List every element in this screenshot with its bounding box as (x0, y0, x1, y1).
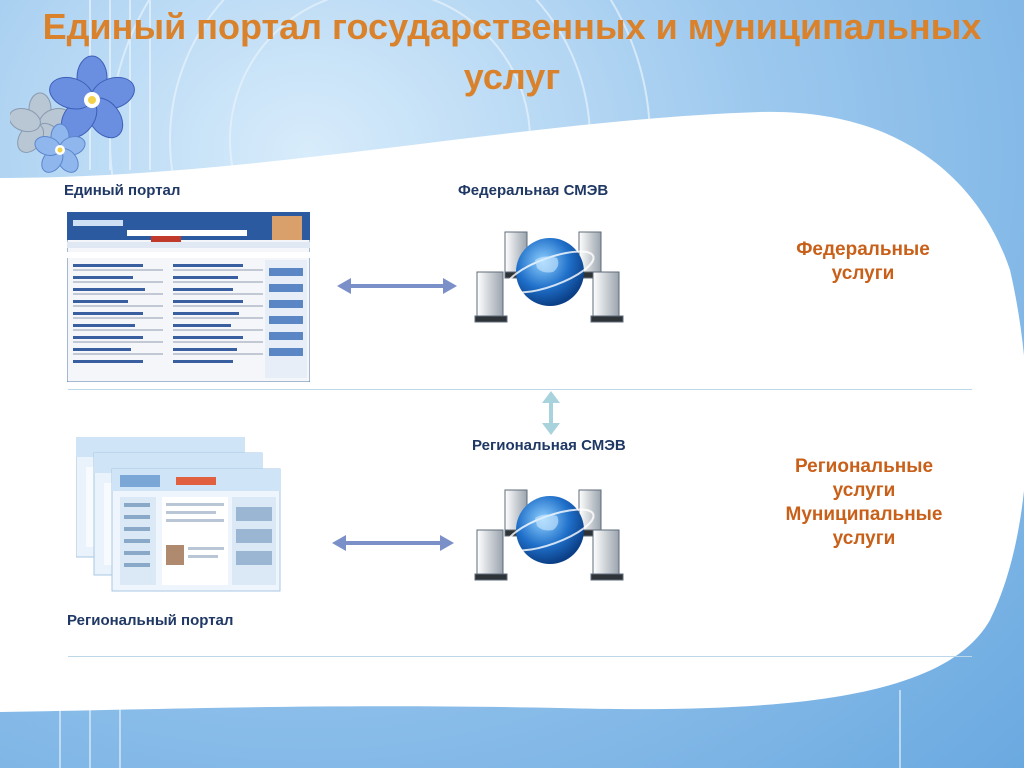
unified-portal-screenshot (67, 212, 310, 382)
municipal-services-line-2: услуги (832, 528, 896, 549)
federal-double-arrow-icon (337, 278, 457, 294)
regional-services-line-1: Региональные (794, 456, 934, 477)
vertical-double-arrow-icon (542, 391, 560, 435)
page-title: Единый портал государственных и муниципа… (42, 6, 982, 97)
regional-smev-label: Региональная СМЭВ (472, 437, 626, 454)
regional-double-arrow-icon (332, 535, 454, 551)
federal-smev-label: Федеральная СМЭВ (458, 182, 609, 199)
municipal-services-line-1: Муниципальные (785, 504, 943, 525)
regional-server-globe-icon (474, 489, 624, 581)
regional-portal-screenshots (76, 437, 281, 592)
regional-services-line-2: услуги (832, 480, 896, 501)
unified-portal-label: Единый портал (64, 182, 181, 199)
federal-services-line-2: услуги (831, 263, 895, 284)
regional-services-label: Региональные услуги Муниципальные услуги (762, 455, 966, 551)
federal-services-label: Федеральные услуги (775, 238, 951, 286)
flower-decoration-icon (10, 55, 135, 173)
regional-portal-label: Региональный портал (67, 612, 234, 629)
federal-server-globe-icon (474, 231, 624, 323)
divider-bottom (68, 656, 972, 657)
divider-top (68, 389, 972, 390)
federal-services-line-1: Федеральные (796, 239, 930, 260)
